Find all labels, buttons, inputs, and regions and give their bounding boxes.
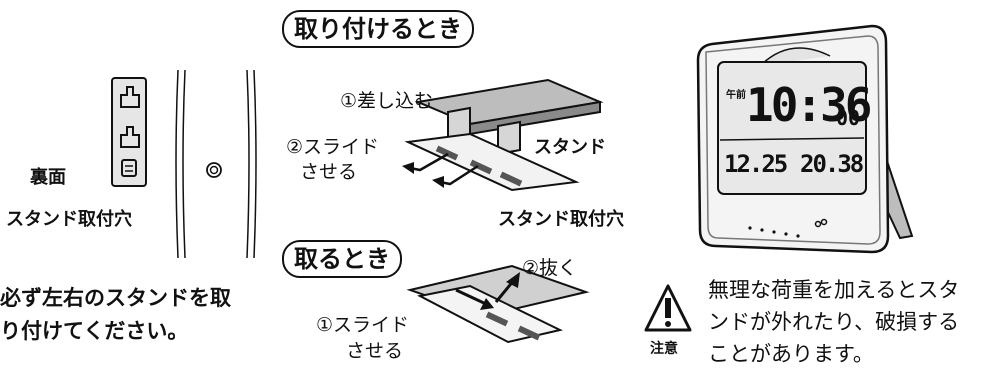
note-line-1: 必ず左右のスタンドを取 <box>0 286 231 310</box>
clock-temperature: 20.38 <box>800 150 864 178</box>
clock-seconds: 00 <box>836 106 861 130</box>
stand-label: スタンド <box>534 137 606 158</box>
caution-icon <box>644 284 692 332</box>
clock-ampm: 午前 <box>726 90 746 101</box>
remove-step1-label-line2: させる <box>346 340 404 362</box>
caution-line-3: ことがあります。 <box>708 342 874 366</box>
stand-attach-diagram <box>402 78 604 192</box>
mount-slot-strip <box>111 77 147 187</box>
stand-remove-diagram <box>406 264 590 344</box>
attach-hole-label: スタンド取付穴 <box>498 209 624 230</box>
clock-date: 12.25 <box>724 150 788 178</box>
back-panel-edges <box>175 69 257 259</box>
remove-step1-label-line1: ①スライド <box>316 314 410 336</box>
back-side-label: 裏面 <box>30 167 66 188</box>
note-line-2: り付けてください。 <box>0 319 189 343</box>
caution-line-2: ンドが外れたり、破損する <box>708 310 960 334</box>
clock-illustration <box>696 24 914 254</box>
caution-badge: 注意 <box>650 341 678 357</box>
remove-step2-label: ②抜く <box>522 257 578 279</box>
attach-title: 取り付けるとき <box>282 10 474 48</box>
center-hole-icon <box>206 162 222 178</box>
attach-step1-label: ①差し込む <box>340 90 434 112</box>
clock-time: 10:36 <box>746 78 872 132</box>
caution-line-1: 無理な荷重を加えるとスタ <box>708 278 960 302</box>
attach-step2-label-line2: させる <box>300 161 358 183</box>
back-hole-label: スタンド取付穴 <box>6 209 132 230</box>
remove-title: 取るとき <box>282 240 402 278</box>
attach-step2-label-line1: ②スライド <box>286 136 380 158</box>
